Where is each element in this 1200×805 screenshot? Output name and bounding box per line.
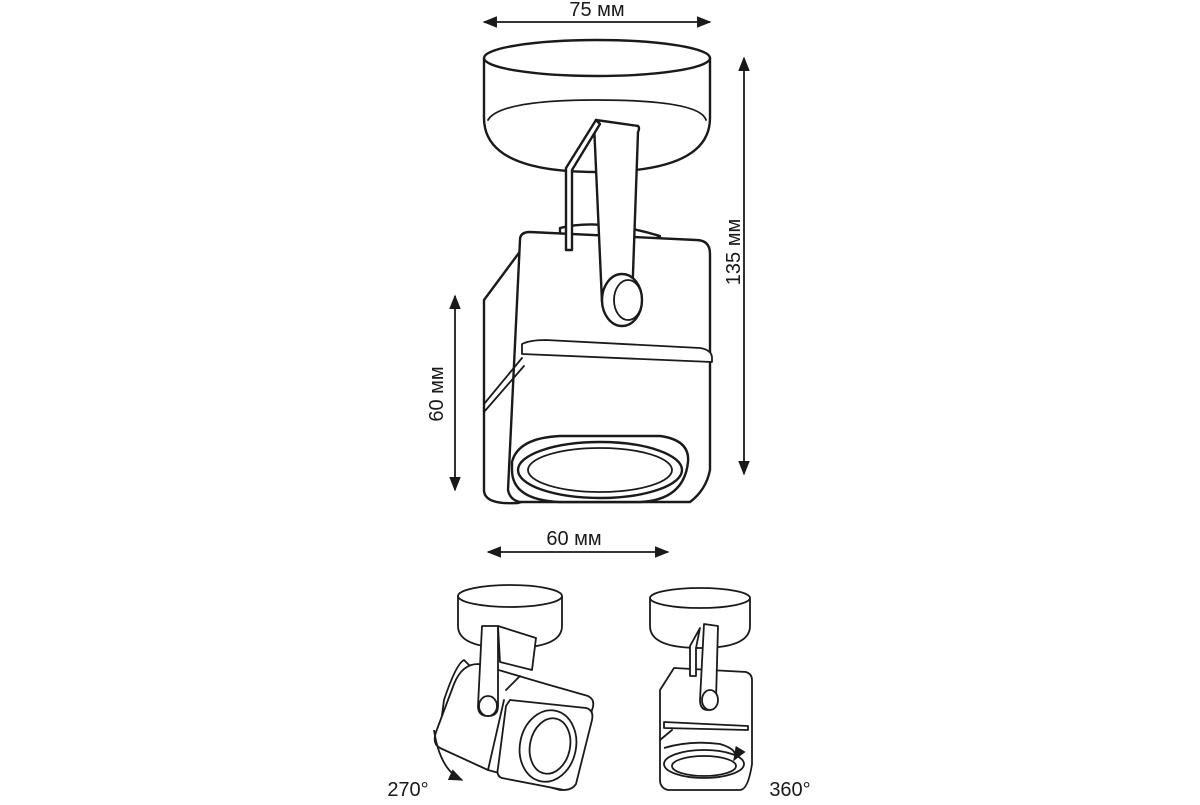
dimension-head-height: 60 мм (426, 294, 461, 492)
swivel-angle-label: 360° (769, 779, 810, 800)
head-height-label: 60 мм (426, 366, 448, 421)
ceiling-base (482, 38, 712, 174)
main-lamp (482, 38, 713, 505)
dimension-head-width: 60 мм (486, 528, 670, 558)
top-width-label: 75 мм (569, 0, 624, 21)
tilt-angle-label: 270° (387, 779, 428, 800)
dimension-top-width: 75 мм (482, 0, 712, 28)
swivel-lamp: 360° (649, 587, 811, 801)
tilted-lamp: 270° (387, 584, 595, 801)
total-height-label: 135 мм (723, 219, 745, 285)
dimension-total-height: 135 мм (723, 56, 750, 476)
head-width-label: 60 мм (546, 528, 601, 550)
lamp-head (482, 230, 713, 505)
bracket-arm (564, 118, 644, 328)
